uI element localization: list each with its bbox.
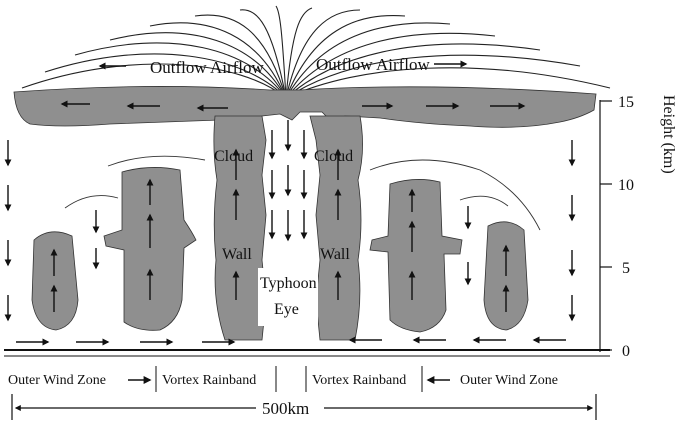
width-label: 500km [262, 399, 309, 418]
cloud-label-right: Cloud [314, 148, 353, 165]
cloud-label-left: Cloud [214, 148, 253, 165]
eye-label-bg [258, 268, 318, 326]
updraft-arrows [50, 148, 510, 312]
wall-label-left: Wall [222, 246, 252, 263]
height-axis-title: Height (km) [660, 95, 677, 174]
zone-label-outer-right: Outer Wind Zone [460, 373, 558, 388]
zone-label-vortex-right: Vortex Rainband [312, 373, 406, 388]
rainband-column-right [369, 179, 463, 333]
layer-flow-arrows [60, 60, 526, 112]
outflow-label-left: Outflow Airflow [150, 58, 265, 77]
eye-label-line2: Eye [274, 301, 299, 318]
zone-label-outer-left: Outer Wind Zone [8, 373, 106, 388]
height-tick-0: 0 [622, 343, 630, 360]
cloud-outlines [64, 155, 541, 231]
eyewall-left [213, 115, 267, 341]
height-axis-ticks [600, 100, 612, 351]
downdraft-arrows [4, 120, 576, 322]
inflow-arrows [16, 336, 566, 346]
outflow-label-right: Outflow Airflow [316, 55, 431, 74]
outflow-streamlines [21, 5, 611, 99]
outer-cell-left [31, 231, 79, 331]
height-tick-5: 5 [622, 260, 630, 277]
eye-label-line1: Typhoon [260, 275, 317, 292]
height-tick-15: 15 [618, 94, 634, 111]
outflow-cloud-layer [13, 86, 597, 128]
height-tick-10: 10 [618, 177, 634, 194]
wall-label-right: Wall [320, 246, 350, 263]
rainband-column-left [103, 167, 197, 331]
zone-label-vortex-left: Vortex Rainband [162, 373, 256, 388]
